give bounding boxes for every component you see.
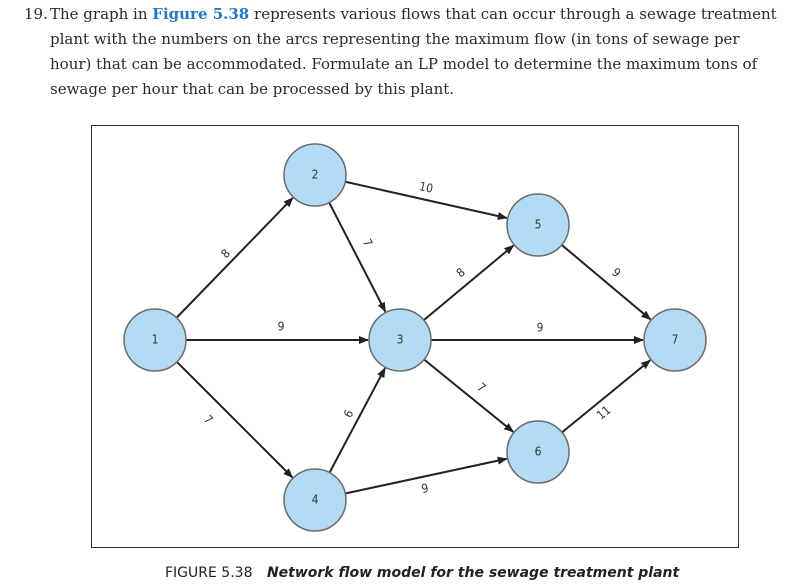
node-label-5: 5 — [535, 218, 542, 232]
node-circle-1 — [123, 308, 187, 372]
node-circle-5 — [506, 193, 570, 257]
arc-4-6 — [345, 456, 508, 495]
arc-4-3 — [328, 367, 386, 474]
arc-6-7 — [561, 359, 651, 434]
node-circle-6 — [506, 420, 570, 484]
arc-capacity-3-7: 9 — [537, 321, 544, 335]
node-2: 2 — [283, 143, 347, 207]
nodes-layer: 1 2 3 4 5 6 7 — [123, 143, 707, 532]
arc-capacity-6-7: 11 — [594, 403, 613, 423]
arc-1-2 — [175, 197, 294, 319]
node-3: 3 — [368, 308, 432, 372]
figure-reference-link[interactable]: Figure 5.38 — [152, 5, 250, 23]
figure-frame — [91, 125, 739, 548]
arc-5-7 — [561, 244, 652, 321]
problem-text-before: The graph in — [50, 5, 153, 23]
node-6: 6 — [506, 420, 570, 484]
arc-capacity-1-2: 8 — [218, 246, 233, 261]
node-label-7: 7 — [672, 333, 679, 347]
figure-caption-title: Network flow model for the sewage treatm… — [266, 565, 680, 581]
node-label-3: 3 — [397, 333, 404, 347]
arc-3-5 — [423, 244, 515, 321]
problem-text-after: represents various flows that can occur … — [50, 5, 777, 98]
node-circle-2 — [283, 143, 347, 207]
figure-caption-number: FIGURE 5.38 — [165, 565, 253, 581]
arc-2-5 — [345, 180, 508, 220]
arc-capacity-3-6: 7 — [474, 380, 488, 395]
arc-2-3 — [328, 202, 387, 313]
node-4: 4 — [283, 468, 347, 532]
node-1: 1 — [123, 308, 187, 372]
node-label-1: 1 — [152, 333, 159, 347]
node-label-6: 6 — [535, 445, 542, 459]
arc-capacity-2-3: 7 — [360, 237, 376, 250]
node-5: 5 — [506, 193, 570, 257]
arc-capacity-5-7: 9 — [609, 265, 623, 280]
node-circle-7 — [643, 308, 707, 372]
node-label-2: 2 — [312, 168, 319, 182]
arc-capacity-4-6: 9 — [420, 481, 430, 496]
node-label-4: 4 — [312, 493, 319, 507]
arcs-layer — [175, 180, 652, 495]
arc-capacity-4-3: 6 — [341, 407, 357, 420]
problem-statement: 19. The graph in Figure 5.38 represents … — [24, 2, 784, 102]
problem-text: The graph in Figure 5.38 represents vari… — [50, 2, 784, 102]
problem-number: 19. — [24, 5, 48, 23]
node-circle-4 — [283, 468, 347, 532]
arc-capacity-1-3: 9 — [278, 320, 285, 334]
arc-capacity-2-5: 10 — [418, 179, 435, 196]
node-7: 7 — [643, 308, 707, 372]
figure-caption: FIGURE 5.38 Network flow model for the s… — [165, 565, 679, 581]
arc-3-6 — [423, 358, 514, 433]
arc-capacity-3-5: 8 — [454, 265, 468, 280]
node-circle-3 — [368, 308, 432, 372]
arc-capacity-1-4: 7 — [201, 412, 216, 427]
arc-1-4 — [176, 361, 294, 479]
